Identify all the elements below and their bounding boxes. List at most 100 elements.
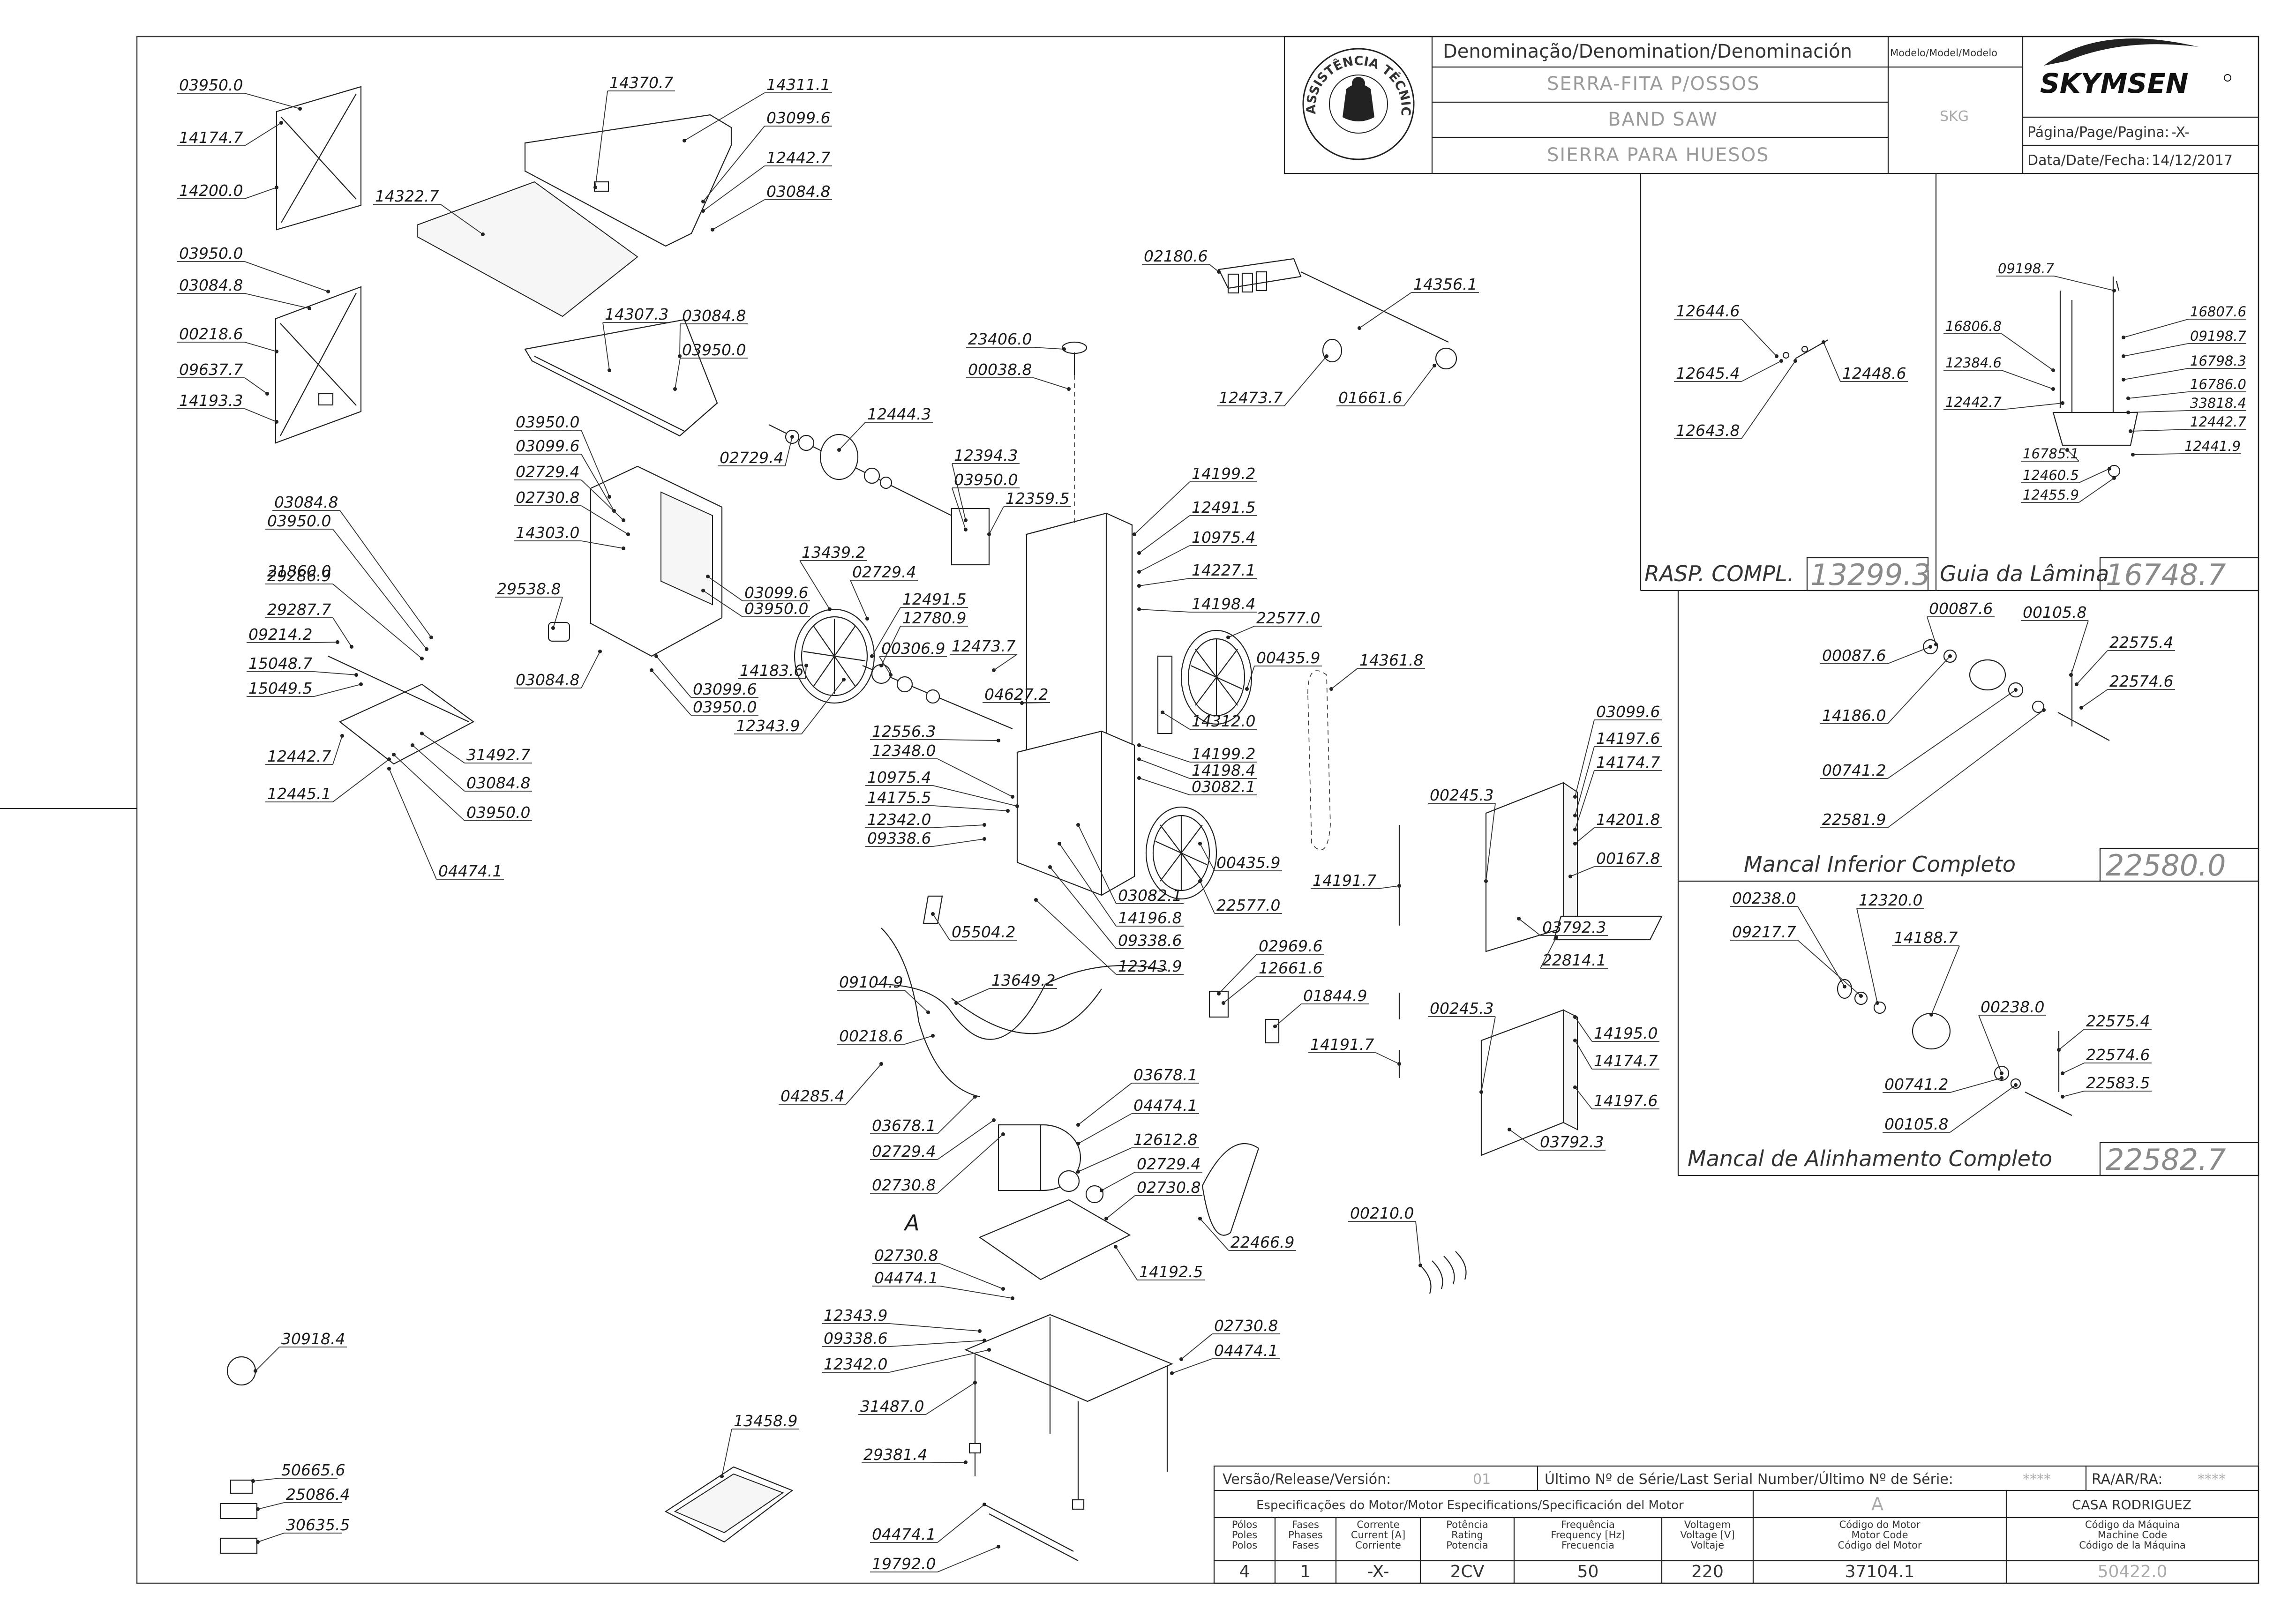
seal-text: ASSISTÊNCIA TÉCNICA AUTORIZADA <box>0 0 1413 116</box>
leader-dot-p01 <box>298 107 302 111</box>
leader-line-p135 <box>1575 1087 1592 1109</box>
leader-dot-s04 <box>1822 340 1825 344</box>
leader-dot-p123 <box>1484 879 1488 883</box>
part-label-p118: 50665.6 <box>281 1461 345 1479</box>
part-label-p89: 09104.9 <box>839 973 903 991</box>
leader-line-p92 <box>1218 954 1257 994</box>
brand-name: SKYMSEN <box>2040 67 2188 99</box>
leader-dot-p109 <box>987 1348 991 1352</box>
leader-line-p134 <box>1575 1040 1592 1070</box>
leader-line-g08 <box>2123 319 2189 338</box>
leader-dot-p34 <box>336 640 339 644</box>
leader-line-p44 <box>839 422 866 450</box>
v-belt <box>1201 1143 1260 1236</box>
part-label-p48: 13439.2 <box>802 543 865 561</box>
leader-dot-p25 <box>706 575 710 578</box>
leader-line-p60 <box>1359 292 1412 329</box>
leader-dot-a02 <box>1876 1001 1879 1005</box>
leader-dot-p104 <box>1114 1245 1118 1249</box>
leader-dot-p20 <box>622 518 625 522</box>
leader-line-p71 <box>1162 712 1190 730</box>
leader-dot-p99 <box>1076 1142 1080 1145</box>
leader-line-a07 <box>2062 1063 2085 1074</box>
leader-dot-p60 <box>1358 326 1361 330</box>
leader-line-a08 <box>1950 1078 2002 1093</box>
leader-dot-p89 <box>926 1010 930 1014</box>
leader-dot-l01 <box>1934 643 1938 646</box>
leader-dot-p84 <box>1058 842 1061 846</box>
leader-line-p35 <box>314 671 357 675</box>
leader-line-p112 <box>1171 1358 1213 1374</box>
cable-plug <box>923 895 943 924</box>
switch-body <box>1208 990 1229 1018</box>
upper-wheel <box>794 608 875 704</box>
spec-heading-4-l3: Frecuencia <box>1561 1540 1614 1551</box>
leader-line-p90 <box>904 1035 933 1045</box>
leader-line-p81 <box>1200 843 1215 871</box>
part-label-p105: 02730.8 <box>874 1246 938 1265</box>
leader-line-p53 <box>805 665 807 679</box>
leader-line-p118 <box>253 1478 280 1482</box>
leader-dot-p61 <box>1325 354 1328 358</box>
part-label-p61: 12473.7 <box>1219 389 1283 407</box>
leader-dot-p77 <box>1015 804 1019 808</box>
round-label <box>226 1356 256 1386</box>
leader-dot-a04 <box>1929 1013 1933 1017</box>
leader-dot-p54 <box>842 678 846 681</box>
part-label-p101: 02729.4 <box>1137 1155 1201 1173</box>
leader-dot-p133 <box>1573 1015 1577 1019</box>
spec-value-0: 4 <box>1239 1562 1250 1581</box>
leader-line-p94 <box>1275 1003 1302 1027</box>
leader-dot-p127 <box>1573 842 1577 846</box>
leader-dot-p35 <box>354 673 358 677</box>
leader-dot-p71 <box>1161 711 1164 714</box>
leader-dot-g14 <box>2131 453 2135 457</box>
leader-dot-p135 <box>1573 1085 1577 1089</box>
leader-dot-p94 <box>1273 1025 1277 1028</box>
wheel-lower-right <box>1145 806 1217 900</box>
leader-line-p130 <box>1540 937 1557 969</box>
leader-dot-p06 <box>275 350 278 353</box>
tension-knob <box>1061 341 1088 525</box>
leader-line-g05 <box>2067 449 2079 462</box>
part-label-p132: 00245.3 <box>1430 999 1493 1018</box>
part-label-g05: 16785.1 <box>2023 446 2079 462</box>
part-label-p16: 03084.8 <box>682 307 746 325</box>
sheet-frame <box>136 36 2259 1584</box>
part-label-p81: 00435.9 <box>1216 853 1280 872</box>
leader-line-p95 <box>937 1096 975 1134</box>
leader-dot-p38 <box>387 757 391 761</box>
spec-value-7: 50422.0 <box>2098 1562 2168 1581</box>
leader-line-p07 <box>244 377 268 394</box>
leader-dot-p100 <box>1076 1170 1080 1174</box>
leader-dot-p107 <box>978 1329 982 1333</box>
leader-line-p103 <box>1200 1218 1229 1251</box>
upper-shaft-assembly <box>768 424 966 523</box>
part-label-s01: 12644.6 <box>1676 302 1740 320</box>
blade-guide-bracket <box>1218 258 1457 370</box>
leader-line-p127 <box>1575 827 1595 844</box>
leader-line-p132 <box>1481 1016 1496 1093</box>
leader-dot-p49 <box>865 617 869 621</box>
leader-line-p06 <box>244 342 277 352</box>
leader-dot-p51 <box>879 664 883 667</box>
model-header: Modelo/Model/Modelo <box>1890 47 1997 59</box>
part-label-p31: 29286.9 <box>267 567 331 585</box>
leader-dot-p136 <box>1508 1128 1511 1131</box>
leader-dot-p12 <box>701 209 705 213</box>
date-value: 14/12/2017 <box>2152 152 2233 169</box>
page-label: Página/Page/Pagina: <box>2027 124 2169 141</box>
part-label-p10: 14311.1 <box>766 75 830 94</box>
leader-dot-p92 <box>1217 992 1221 995</box>
leader-line-s04 <box>1823 342 1841 382</box>
part-label-p07: 09637.7 <box>179 360 243 379</box>
leader-line-p93 <box>1223 976 1257 1003</box>
leader-line-p61 <box>1284 356 1327 406</box>
part-label-p25: 03099.6 <box>744 584 808 602</box>
leader-dot-p03 <box>275 186 278 189</box>
spec-heading-6-l2: Motor Code <box>1851 1529 1908 1541</box>
saw-blade <box>1307 670 1331 851</box>
part-label-g11: 16786.0 <box>2190 376 2246 392</box>
leader-line-l04 <box>2076 650 2108 685</box>
leader-line-p113 <box>929 1462 966 1463</box>
